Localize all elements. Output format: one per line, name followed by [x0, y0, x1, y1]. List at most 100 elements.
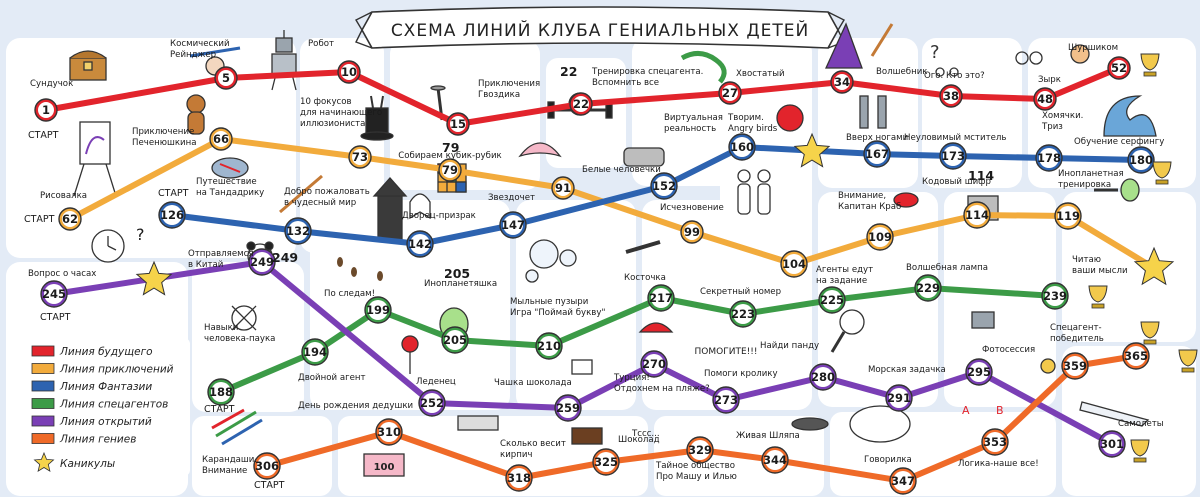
station-353[interactable]: 353	[981, 428, 1009, 456]
station-5[interactable]: 5	[214, 66, 238, 90]
station-marker-inner	[943, 88, 959, 104]
station-marker-inner	[44, 284, 64, 304]
station-152[interactable]: 152	[650, 172, 678, 200]
medal-icon	[1040, 358, 1056, 374]
station-291[interactable]: 291	[885, 384, 913, 412]
castle-icon	[372, 177, 408, 241]
station-73[interactable]: 73	[348, 145, 372, 169]
station-27[interactable]: 27	[718, 81, 742, 105]
station-number: 295	[967, 365, 991, 379]
station-label: Исчезновение	[660, 203, 724, 213]
station-52[interactable]: 52	[1107, 56, 1131, 80]
station-188[interactable]: 188	[207, 378, 235, 406]
station-180[interactable]: 180	[1127, 146, 1155, 174]
station-252[interactable]: 252	[418, 389, 446, 417]
treasure-chest-icon	[69, 50, 107, 81]
station-marker-inner	[967, 205, 987, 225]
station-number: 318	[507, 471, 531, 485]
station-306[interactable]: 306	[253, 452, 281, 480]
station-301[interactable]: 301	[1098, 430, 1126, 458]
station-22[interactable]: 22	[569, 92, 593, 116]
airplane-icon	[1079, 401, 1150, 427]
station-205[interactable]: 205	[441, 326, 469, 354]
station-249[interactable]: 249	[248, 248, 276, 276]
station-109[interactable]: 109	[866, 223, 894, 251]
station-160[interactable]: 160	[728, 133, 756, 161]
station-329[interactable]: 329	[686, 436, 714, 464]
station-217[interactable]: 217	[647, 284, 675, 312]
station-259[interactable]: 259	[554, 394, 582, 422]
station-number: 104	[782, 257, 806, 271]
wave-icon	[1103, 95, 1157, 137]
station-147[interactable]: 147	[499, 211, 527, 239]
station-number: 160	[730, 140, 754, 154]
start-label: СТАРТ	[158, 188, 189, 199]
station-167[interactable]: 167	[863, 140, 891, 168]
station-10[interactable]: 10	[337, 60, 361, 84]
station-number: 194	[303, 345, 327, 359]
bone-icon	[625, 240, 661, 254]
station-79[interactable]: 79	[438, 158, 462, 182]
station-318[interactable]: 318	[505, 464, 533, 492]
station-344[interactable]: 344	[761, 446, 789, 474]
station-66[interactable]: 66	[209, 127, 233, 151]
legend-vacation-label: Каникулы	[60, 458, 115, 470]
station-114[interactable]: 114	[963, 201, 991, 229]
chocolate-icon	[571, 427, 603, 445]
station-marker-inner	[716, 390, 736, 410]
station-label: Рисовалка	[40, 191, 87, 201]
station-marker-inner	[305, 342, 325, 362]
station-label: Вверх ногами	[846, 133, 908, 143]
station-38[interactable]: 38	[939, 84, 963, 108]
station-210[interactable]: 210	[535, 332, 563, 360]
station-359[interactable]: 359	[1061, 352, 1089, 380]
station-270[interactable]: 270	[640, 350, 668, 378]
station-number: 91	[555, 181, 571, 195]
help-bubble-text: ПОМОГИТЕ!!!	[695, 347, 758, 357]
station-310[interactable]: 310	[375, 418, 403, 446]
station-194[interactable]: 194	[301, 338, 329, 366]
station-104[interactable]: 104	[780, 250, 808, 278]
station-223[interactable]: 223	[729, 300, 757, 328]
station-62[interactable]: 62	[58, 207, 82, 231]
station-178[interactable]: 178	[1035, 144, 1063, 172]
station-number: 229	[916, 281, 940, 295]
station-15[interactable]: 15	[446, 112, 470, 136]
station-295[interactable]: 295	[965, 358, 993, 386]
station-99[interactable]: 99	[680, 220, 704, 244]
station-number: 310	[377, 425, 401, 439]
start-label: СТАРТ	[24, 214, 55, 225]
station-280[interactable]: 280	[809, 363, 837, 391]
station-225[interactable]: 225	[818, 286, 846, 314]
station-126[interactable]: 126	[158, 201, 186, 229]
station-239[interactable]: 239	[1041, 282, 1069, 310]
station-34[interactable]: 34	[830, 70, 854, 94]
legend-label: Линия спецагентов	[59, 399, 168, 411]
station-48[interactable]: 48	[1033, 87, 1057, 111]
station-label: Зырк	[1038, 75, 1061, 85]
station-347[interactable]: 347	[889, 467, 917, 495]
station-label: Сундучок	[30, 79, 73, 89]
station-365[interactable]: 365	[1122, 342, 1150, 370]
station-142[interactable]: 142	[406, 230, 434, 258]
station-label: Шуршиком	[1068, 43, 1118, 53]
station-label: День рождения дедушки	[298, 401, 413, 411]
station-325[interactable]: 325	[592, 448, 620, 476]
station-label: Робот	[308, 39, 334, 49]
station-245[interactable]: 245	[40, 280, 68, 308]
station-119[interactable]: 119	[1054, 202, 1082, 230]
station-marker-inner	[732, 137, 752, 157]
pencils-icon	[211, 408, 263, 446]
lotus-icon	[518, 142, 562, 158]
station-1[interactable]: 1	[34, 98, 58, 122]
station-173[interactable]: 173	[939, 142, 967, 170]
station-229[interactable]: 229	[914, 274, 942, 302]
station-273[interactable]: 273	[712, 386, 740, 414]
station-91[interactable]: 91	[551, 176, 575, 200]
station-132[interactable]: 132	[284, 217, 312, 245]
station-199[interactable]: 199	[364, 296, 392, 324]
station-number: 126	[160, 208, 184, 222]
station-number: 291	[887, 391, 911, 405]
